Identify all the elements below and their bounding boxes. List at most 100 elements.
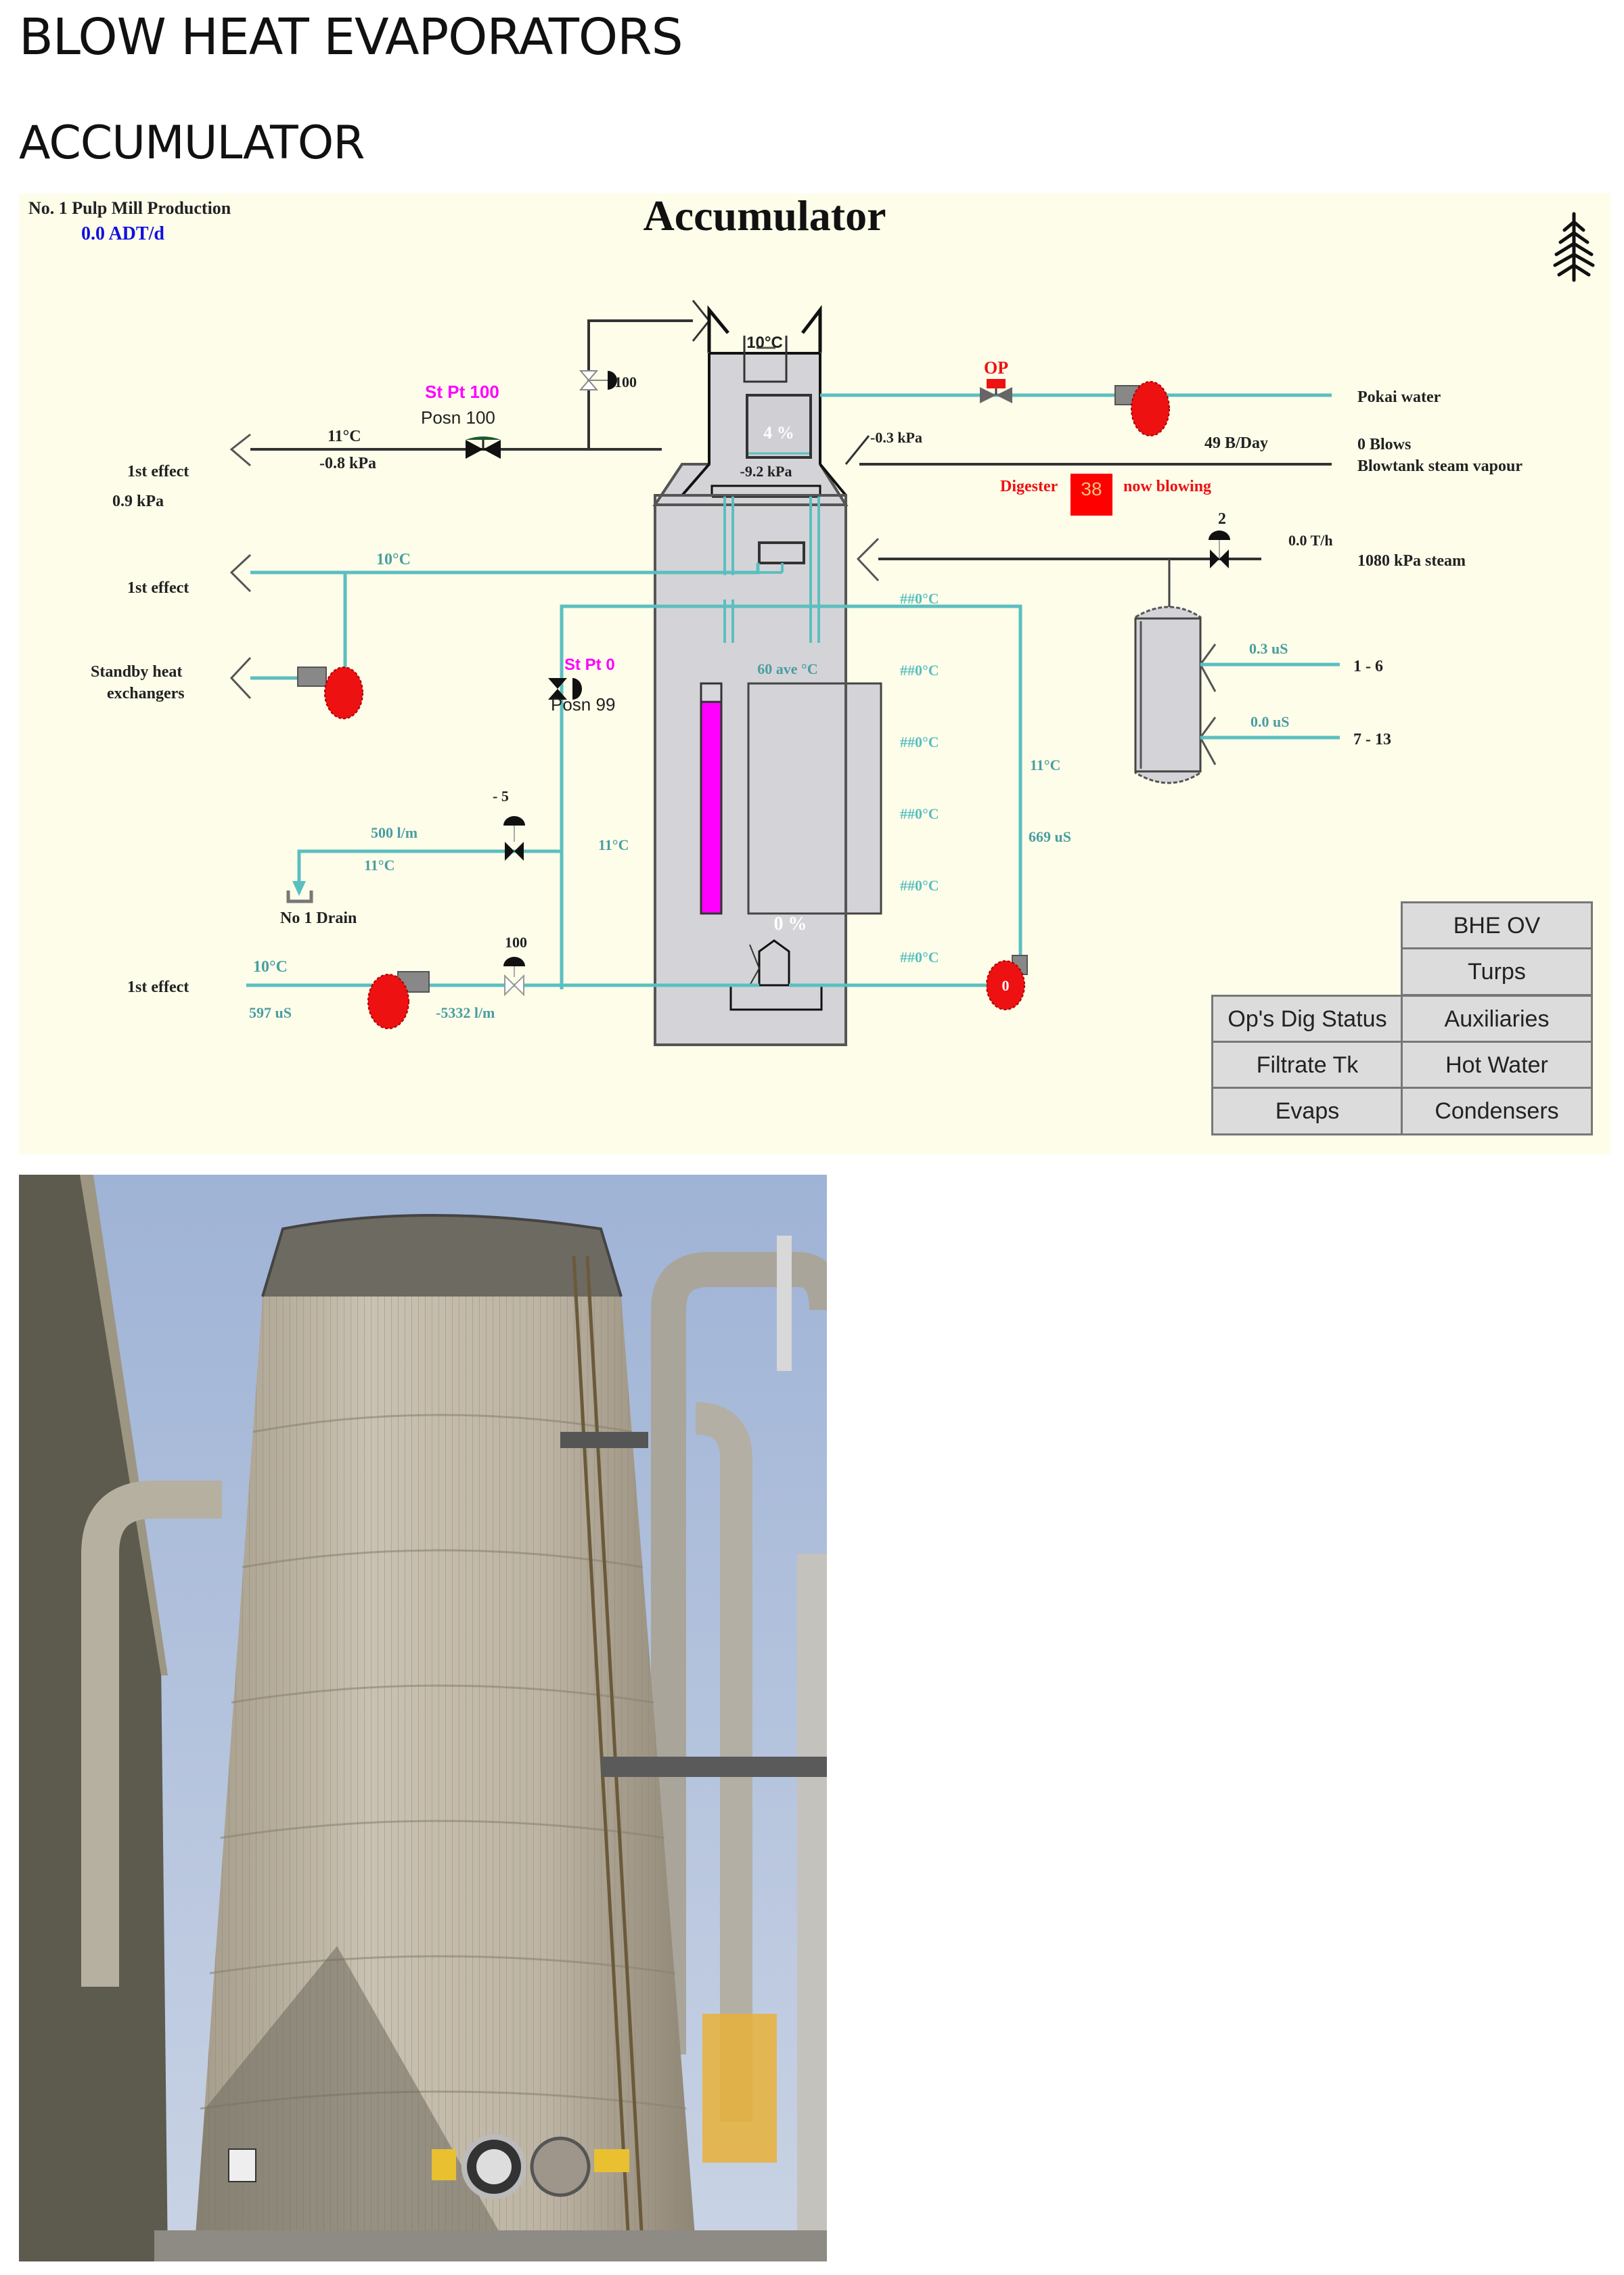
production-label: No. 1 Pulp Mill Production — [28, 198, 231, 218]
recirc-control-valve[interactable] — [548, 678, 582, 700]
line-temp: 11°C — [328, 428, 361, 445]
fern-leaf-icon — [1553, 212, 1595, 282]
blowtank-vapour-label: Blowtank steam vapour — [1357, 457, 1522, 475]
level-bar-fill — [700, 700, 723, 915]
manway — [530, 2136, 591, 2197]
bottom-valve-value: 100 — [505, 934, 527, 951]
blows-count: 0 Blows — [1357, 436, 1411, 453]
nav-button-hot-water[interactable]: Hot Water — [1401, 1041, 1593, 1089]
drain-valve-value: - 5 — [493, 788, 509, 805]
production-value: 0.0 ADT/d — [81, 223, 164, 244]
pokai-pump[interactable] — [1114, 381, 1170, 436]
steam-inlet-arrow — [856, 537, 880, 582]
recirc-conductivity: 669 uS — [1029, 828, 1071, 845]
drain-control-valve[interactable] — [503, 816, 525, 861]
arrow-standby-hx — [229, 656, 252, 700]
bypass-valve-value: 100 — [614, 374, 637, 390]
pipe-recirculation-loop — [560, 604, 1022, 989]
pipe-drain — [297, 849, 562, 882]
steam-valve-value: 2 — [1218, 510, 1226, 528]
warning-sign — [432, 2149, 456, 2180]
vessel-shell — [654, 494, 847, 1046]
vapour-valve-setpoint: St Pt 100 — [425, 382, 499, 402]
side-pressure: -0.3 kPa — [870, 429, 922, 446]
pipe-bypass — [587, 319, 693, 449]
zone-temp: ##0°C — [900, 877, 939, 894]
drain-icon — [286, 891, 313, 903]
zone-temp: ##0°C — [900, 805, 939, 822]
standby-hx-pump[interactable] — [297, 667, 363, 719]
digester-number: 38 — [1081, 478, 1102, 499]
notice-sign — [228, 2148, 256, 2182]
recirc-valve-position: Posn 99 — [551, 694, 615, 715]
dest-1st-effect-mid-label: 1st effect — [127, 579, 189, 597]
warning-sign — [594, 2149, 629, 2172]
steam-control-valve[interactable] — [1209, 531, 1230, 568]
bypass-valve[interactable] — [579, 370, 617, 390]
drain-flow: 500 l/m — [371, 824, 418, 841]
bottom-feed-flow: -5332 l/m — [436, 1004, 495, 1021]
ladder — [572, 1255, 644, 2231]
pokai-water-label: Pokai water — [1357, 388, 1441, 406]
dest-1st-effect-pressure: 0.9 kPa — [112, 493, 164, 510]
screen-title: Accumulator — [643, 194, 886, 240]
arrow-1st-effect-mid — [229, 554, 252, 593]
tank-inlet-arrows — [1199, 644, 1217, 765]
bottom-feed-pump[interactable] — [367, 971, 430, 1029]
bottom-feed-conductivity: 597 uS — [249, 1004, 292, 1021]
platform — [601, 1757, 827, 1777]
lower-level-percent: 0 % — [774, 914, 807, 934]
drain-arrow-icon — [292, 881, 306, 896]
digester-label: Digester — [1000, 478, 1058, 495]
nav-button-condensers[interactable]: Condensers — [1401, 1087, 1593, 1135]
zone-temp: ##0°C — [900, 590, 939, 607]
condensate-tank — [1134, 606, 1202, 784]
pressure-tap — [844, 435, 870, 465]
upper-pressure: -9.2 kPa — [740, 463, 792, 480]
pokai-control-valve[interactable] — [980, 379, 1012, 403]
steam-flow: 0.0 T/h — [1288, 532, 1333, 549]
digester-number-badge — [1070, 474, 1112, 516]
mid-line-temp: 10°C — [376, 551, 411, 568]
zone-temperatures: ##0°C ##0°C ##0°C ##0°C ##0°C ##0°C — [900, 590, 939, 966]
accumulator-photo — [19, 1175, 827, 2261]
digester-status: now blowing — [1123, 478, 1211, 495]
recirc-pump[interactable] — [986, 955, 1028, 1010]
mid-temp: 11°C — [598, 836, 629, 853]
bypass-inlet-arrow — [692, 300, 710, 342]
upper-level-percent: 4 % — [763, 423, 794, 443]
bottom-feed-valve[interactable] — [503, 957, 525, 997]
vapour-valve-position: Posn 100 — [421, 407, 495, 428]
steam-label: 1080 kPa steam — [1357, 552, 1466, 570]
drain-temp: 11°C — [364, 857, 394, 874]
line-pressure: -0.8 kPa — [319, 455, 376, 472]
blow-rate: 49 B/Day — [1204, 434, 1268, 452]
zone-temp: ##0°C — [900, 662, 939, 679]
arrow-1st-effect-top — [229, 433, 251, 467]
nav-button-auxiliaries[interactable]: Auxiliaries — [1401, 995, 1593, 1043]
nav-button-filtrate-tk[interactable]: Filtrate Tk — [1211, 1041, 1403, 1089]
recirc-temp: 11°C — [1030, 757, 1060, 773]
zone-temp: ##0°C — [900, 734, 939, 750]
pokai-valve-status: OP — [984, 358, 1008, 378]
inlet-conductivity: 0.3 uS — [1249, 640, 1288, 657]
nav-button-turps[interactable]: Turps — [1401, 947, 1593, 996]
accumulator-hmi-screen: No. 1 Pulp Mill Production 0.0 ADT/d Acc… — [19, 194, 1610, 1154]
ground — [154, 2230, 827, 2261]
nav-button-bhe-ov[interactable]: BHE OV — [1401, 901, 1593, 950]
top-platform — [261, 1214, 623, 1297]
yellow-railing — [702, 2014, 777, 2163]
nav-button-ops-dig-status[interactable]: Op's Dig Status — [1211, 995, 1403, 1043]
recirc-valve-setpoint: St Pt 0 — [564, 656, 615, 674]
average-temp: 60 ave °C — [757, 660, 817, 677]
nav-button-evaps[interactable]: Evaps — [1211, 1087, 1403, 1135]
standby-hx-label-1: Standby heat — [91, 663, 182, 681]
bottom-feed-temp: 10°C — [253, 958, 288, 976]
process-diagram: No. 1 Pulp Mill Production 0.0 ADT/d Acc… — [28, 194, 1595, 1046]
recirc-pump-value: 0 — [1002, 977, 1010, 994]
top-temp: 10°C — [746, 334, 783, 352]
accumulator-photo-illustration — [19, 1175, 827, 2261]
standby-hx-label-2: exchangers — [107, 685, 185, 702]
vapour-control-valve[interactable] — [466, 436, 501, 459]
bottom-source-label: 1st effect — [127, 978, 189, 996]
